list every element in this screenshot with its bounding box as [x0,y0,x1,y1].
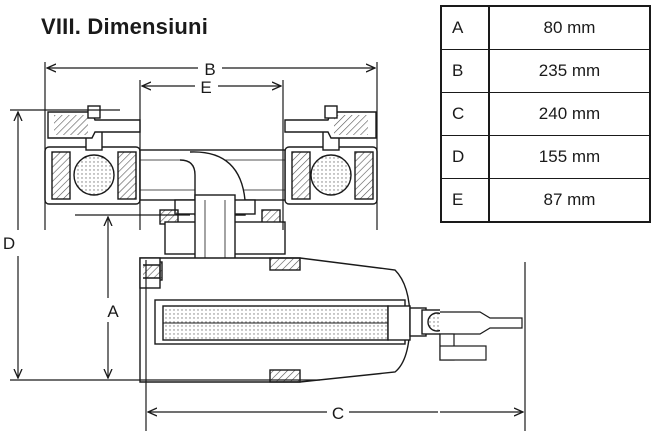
dimension-label-a: A [107,302,119,321]
filter-housing [139,194,427,383]
drain-valve [421,309,440,361]
dimension-label-c: C [332,404,344,423]
technical-drawing: B E D A C [3,60,440,431]
right-ball-valve [284,105,378,205]
table-row: D 155 mm [440,135,651,179]
dimension-value: 235 mm [488,49,651,93]
table-row: E 87 mm [440,178,651,223]
dimension-value: 80 mm [488,5,651,50]
page-title: VIII. Dimensiuni [41,14,209,39]
dimension-c-extension [440,262,526,431]
dimension-lines [10,62,438,431]
dimension-key: E [440,178,490,223]
dimension-label-b: B [204,60,215,79]
dimension-label-d: D [3,234,15,253]
dimension-key: B [440,49,490,93]
dimension-label-e: E [200,78,211,97]
dimensions-table: A 80 mm B 235 mm C 240 mm D 155 mm E 87 … [440,5,651,223]
table-row: C 240 mm [440,92,651,136]
dimension-value: 155 mm [488,135,651,179]
left-ball-valve [44,105,141,205]
dimension-value: 87 mm [488,178,651,223]
dimension-key: D [440,135,490,179]
table-row: B 235 mm [440,49,651,93]
dimension-key: C [440,92,490,136]
